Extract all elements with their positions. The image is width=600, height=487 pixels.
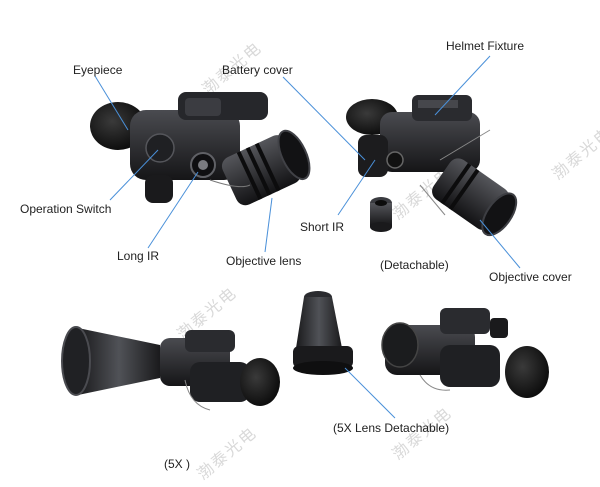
label-detachable: (Detachable) bbox=[380, 258, 449, 272]
label-battery-cover: Battery cover bbox=[222, 63, 293, 77]
label-5x-lens-detachable: (5X Lens Detachable) bbox=[333, 421, 450, 435]
leader-lines bbox=[94, 55, 521, 419]
label-short-ir: Short IR bbox=[300, 220, 345, 234]
detachable-5x-lens bbox=[293, 291, 353, 375]
detachable-ir-cap bbox=[370, 203, 392, 227]
label-objective-lens: Objective lens bbox=[226, 254, 302, 268]
device-rear-view bbox=[381, 308, 549, 398]
device-side-view bbox=[346, 95, 518, 237]
label-objective-cover: Objective cover bbox=[489, 270, 572, 284]
device-front-view bbox=[90, 92, 311, 206]
label-5x: (5X ) bbox=[164, 457, 191, 471]
label-eyepiece: Eyepiece bbox=[73, 63, 123, 77]
label-operation-switch: Operation Switch bbox=[20, 202, 112, 216]
5x-lens-cone bbox=[78, 328, 160, 395]
device-5x-view bbox=[61, 326, 280, 411]
battery-cover bbox=[358, 135, 388, 177]
objective-lens bbox=[277, 129, 311, 181]
label-long-ir: Long IR bbox=[117, 249, 160, 263]
label-helmet-fixture: Helmet Fixture bbox=[446, 39, 525, 53]
